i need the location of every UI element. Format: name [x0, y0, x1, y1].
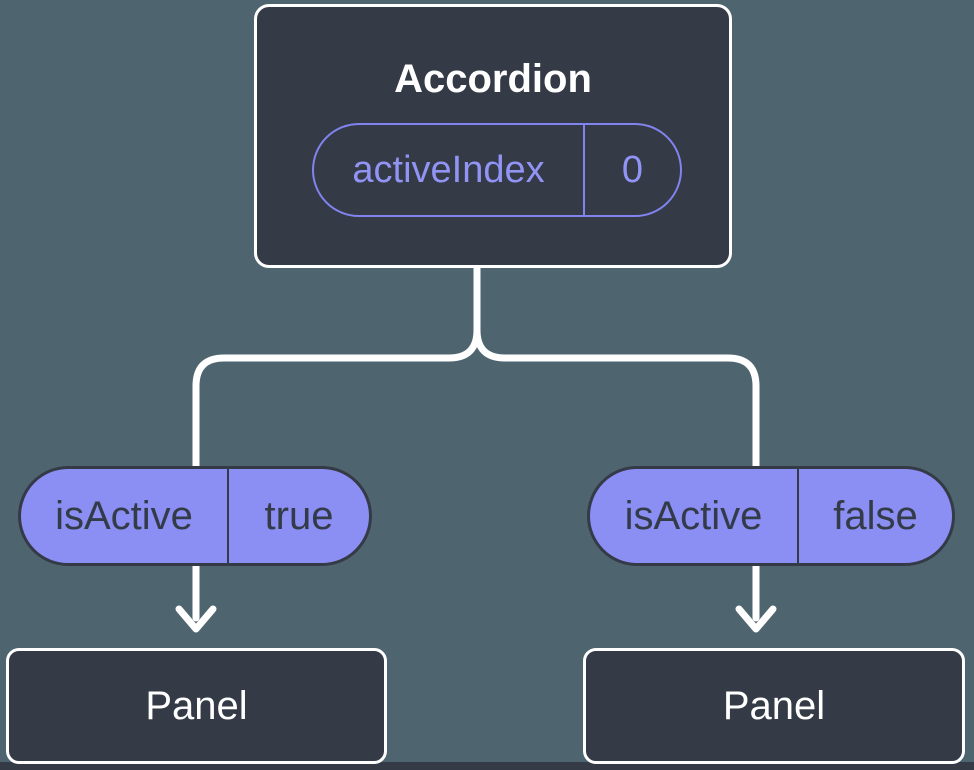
- arrowhead-right-icon: [735, 605, 777, 633]
- prop-value-left: true: [227, 469, 369, 563]
- bottom-edge-strip: [0, 762, 974, 770]
- state-pill: activeIndex 0: [312, 123, 682, 217]
- accordion-component-node: Accordion activeIndex 0: [254, 4, 732, 268]
- panel-label-right: Panel: [722, 683, 826, 728]
- state-name: activeIndex: [352, 148, 545, 191]
- prop-name-right: isActive: [624, 493, 763, 538]
- prop-value-right: false: [797, 469, 952, 563]
- state-value: 0: [583, 125, 680, 215]
- arrowhead-left-icon: [175, 605, 217, 633]
- prop-pill-right: isActive false: [587, 466, 955, 566]
- component-title: Accordion: [394, 57, 592, 101]
- panel-component-node-right: Panel: [583, 648, 965, 764]
- prop-pill-left: isActive true: [18, 466, 372, 566]
- panel-label-left: Panel: [145, 683, 248, 728]
- panel-component-node-left: Panel: [6, 648, 387, 764]
- prop-name-left: isActive: [55, 493, 193, 538]
